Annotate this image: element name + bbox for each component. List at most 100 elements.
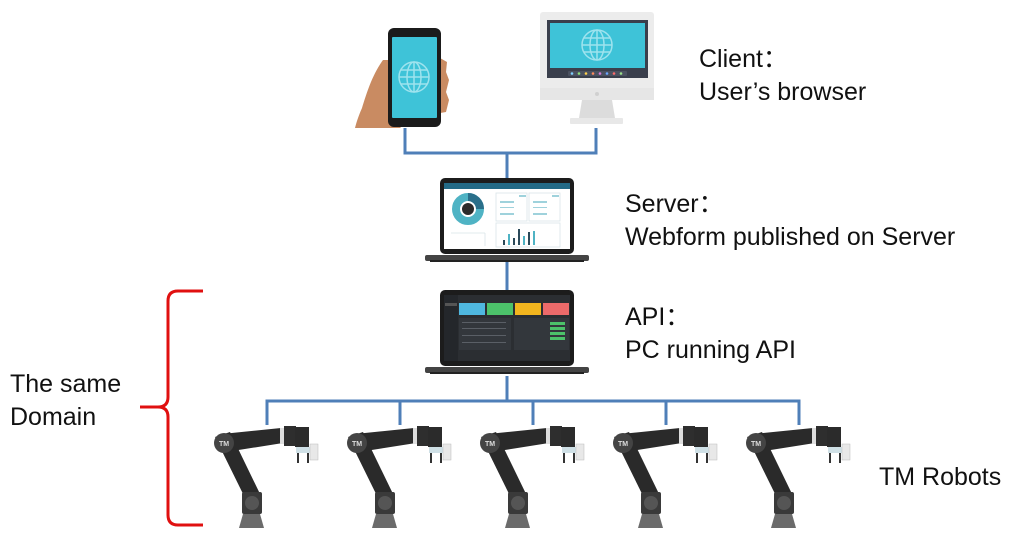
robot-wrist-ring [413, 428, 417, 444]
form-panels [451, 192, 561, 248]
card-red [543, 303, 569, 315]
sidebar [444, 295, 458, 361]
robots-title: TM Robots [879, 463, 1002, 491]
server-title: Server： [625, 190, 724, 218]
smartphone-in-hand [355, 28, 449, 128]
robot-base [505, 514, 530, 528]
robot-upper-arm [621, 428, 682, 452]
laptop-base [425, 255, 589, 261]
robot-joint-cap [511, 496, 525, 510]
api-title: API： [625, 303, 691, 331]
laptop-base-shadow [430, 260, 584, 262]
donut-center [462, 203, 474, 215]
sliders [462, 322, 506, 343]
robot-shoulder-joint [613, 433, 633, 453]
robot-logo: TM [219, 441, 229, 448]
robot-shoulder-joint [746, 433, 766, 453]
monitor-stand [579, 100, 615, 118]
dashboard-header [444, 183, 570, 189]
card-green [487, 303, 513, 315]
bar-chart [503, 229, 535, 245]
robot-logo: TM [751, 441, 761, 448]
robot-gripper-body [695, 447, 709, 453]
robot-base [372, 514, 397, 528]
robot-joint-cap [378, 496, 392, 510]
robot-bus [265, 399, 801, 425]
server-label: Server： Webform published on Server [625, 188, 955, 254]
robot-wrist [816, 426, 828, 446]
robot-joint-cap [777, 496, 791, 510]
robot-wrist-ring [812, 428, 816, 444]
card-yellow [515, 303, 541, 315]
taskbar-dots [568, 71, 627, 76]
robot-gripper-body [562, 447, 576, 453]
globe-icon [398, 61, 430, 93]
robot-upper-arm [355, 428, 416, 452]
sidebar-active-item [445, 303, 457, 306]
robot-camera [841, 443, 851, 461]
robot-wrist [417, 426, 429, 446]
robot-upper-arm [488, 428, 549, 452]
robot-end-effector [428, 427, 442, 447]
robot-shoulder-joint [480, 433, 500, 453]
robot-gripper-fingers [563, 453, 575, 463]
robot-shoulder-joint [214, 433, 234, 453]
robot-upper-arm [222, 428, 283, 452]
robot-base [771, 514, 796, 528]
robot-wrist-ring [546, 428, 550, 444]
domain-line-2: Domain [10, 403, 97, 431]
robot-logo: TM [352, 441, 362, 448]
robot-joint-cap [644, 496, 658, 510]
laptop-base-shadow [430, 372, 584, 374]
robot-wrist [284, 426, 296, 446]
robot-arm: TM [480, 426, 585, 528]
client-connector [403, 128, 598, 178]
robot-upper-arm [754, 428, 815, 452]
robot-end-effector [561, 427, 575, 447]
robot-wrist-ring [280, 428, 284, 444]
robot-end-effector [295, 427, 309, 447]
api-laptop [425, 290, 589, 374]
robot-arm: TM [214, 426, 319, 528]
robot-logo: TM [485, 441, 495, 448]
form-fields [500, 195, 559, 215]
connectors [265, 128, 801, 425]
robot-camera [442, 443, 452, 461]
robot-joint-cap [245, 496, 259, 510]
robot-gripper-body [296, 447, 310, 453]
api-label: API： PC running API [625, 301, 796, 367]
robot-gripper-fingers [696, 453, 708, 463]
server-laptop [425, 178, 589, 262]
domain-label: The same Domain [10, 368, 121, 434]
robot-end-effector [827, 427, 841, 447]
robot-shoulder-joint [347, 433, 367, 453]
robots-label: TM Robots [879, 461, 1001, 494]
monitor-logo [595, 92, 599, 96]
client-label: Client： User’s browser [699, 43, 866, 109]
card-blue [459, 303, 485, 315]
robot-gripper-fingers [829, 453, 841, 463]
robot-camera [575, 443, 585, 461]
monitor-stand-base [570, 118, 623, 124]
robot-wrist [683, 426, 695, 446]
robot-wrist [550, 426, 562, 446]
status-grid [550, 322, 565, 340]
robot-camera [708, 443, 718, 461]
robot-end-effector [694, 427, 708, 447]
robot-camera [309, 443, 319, 461]
robot-gripper-body [828, 447, 842, 453]
desktop-monitor [540, 12, 654, 124]
robot-arm: TM [347, 426, 452, 528]
api-description: PC running API [625, 336, 796, 364]
robot-logo: TM [618, 441, 628, 448]
server-description: Webform published on Server [625, 223, 956, 251]
robot-gripper-fingers [297, 453, 309, 463]
robot-base [638, 514, 663, 528]
robot-arm: TM [746, 426, 851, 528]
laptop-base [425, 367, 589, 373]
robot-wrist-ring [679, 428, 683, 444]
robot-base [239, 514, 264, 528]
client-description: User’s browser [699, 78, 867, 106]
robot-row: TM TM TM TM TM [214, 426, 851, 528]
